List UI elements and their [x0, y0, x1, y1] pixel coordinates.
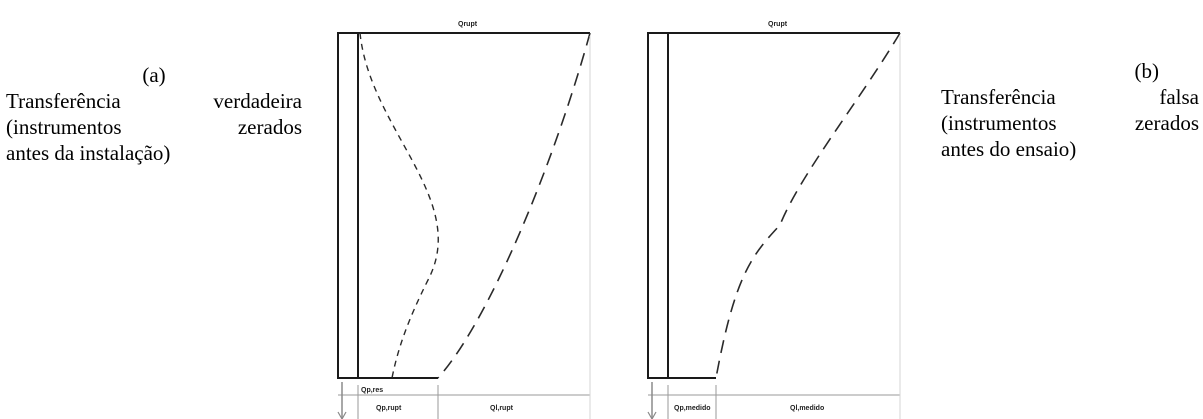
label-qp-medido: Qp,medido — [674, 405, 711, 412]
caption-b-line-2: (instrumentos zerados — [941, 111, 1199, 135]
residual-load-curve-a — [359, 32, 439, 379]
caption-b-line-3: antes do ensaio) — [941, 137, 1077, 161]
label-qp-res: Qp,res — [361, 387, 383, 394]
label-ql-rupt: Ql,rupt — [490, 405, 514, 412]
caption-true-transfer: (a) Transferência verdadeira (instrument… — [6, 62, 302, 166]
pile-shaft-a — [337, 32, 359, 379]
caption-b-tag: (b) — [1134, 59, 1160, 83]
pile-shaft-b — [647, 32, 669, 379]
caption-a-line-3: antes da instalação) — [6, 141, 171, 165]
depth-arrow-head-a — [337, 411, 347, 419]
rupture-load-curve-a — [437, 32, 591, 379]
caption-a-line-2: (instrumentos zerados — [6, 115, 302, 139]
diagram-b: Qrupt Qp,medido Ql,medido — [647, 21, 901, 419]
label-q-rupt-a: Qrupt — [458, 21, 478, 28]
depth-arrow-head-b — [647, 411, 657, 419]
measured-load-curve-b — [715, 32, 901, 379]
label-ql-medido: Ql,medido — [790, 405, 824, 412]
caption-b-line-1: Transferência falsa — [941, 85, 1199, 109]
label-qp-rupt: Qp,rupt — [376, 405, 402, 412]
caption-false-transfer: (b) Transferência falsa (instrumentos ze… — [941, 58, 1199, 162]
caption-a-line-1: Transferência verdadeira — [6, 89, 302, 113]
label-q-rupt-b: Qrupt — [768, 21, 788, 28]
diagram-a: Qrupt Qp,res Qp,rupt Ql,rupt — [337, 21, 591, 419]
caption-a-tag: (a) — [142, 63, 166, 87]
